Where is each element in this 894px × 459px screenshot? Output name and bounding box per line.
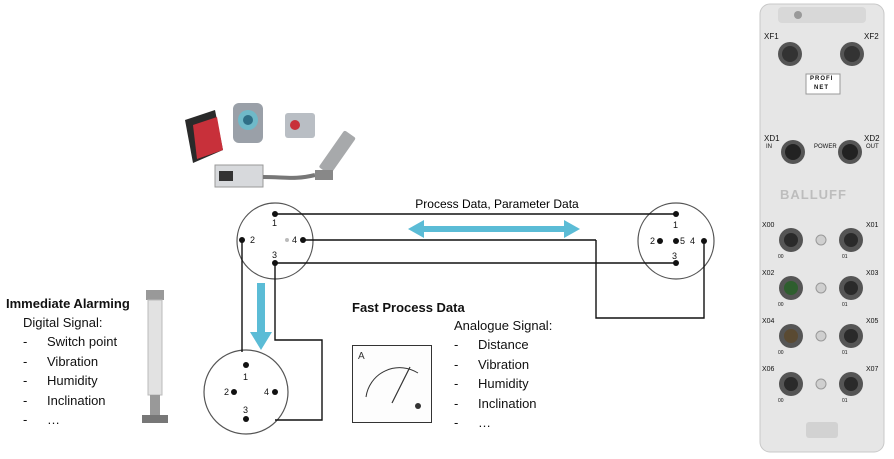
port-label-xd2: XD2 — [864, 134, 880, 143]
io-ports — [779, 228, 863, 396]
io-module-body — [759, 3, 885, 453]
port-label: X01 — [866, 222, 879, 229]
flat-sensor-icon — [214, 164, 333, 188]
pin-label: 3 — [243, 405, 248, 415]
brand-logo: BALLUFF — [780, 187, 847, 202]
io-module-device: XF1 XF2 PROFI NET XD1 IN POWER XD2 OUT B… — [758, 2, 886, 454]
pin-label: 00 — [778, 350, 784, 356]
port-label-xf2: XF2 — [864, 32, 879, 41]
meter-letter: A — [358, 351, 365, 362]
list-item: -Switch point — [23, 334, 118, 349]
port-label: X05 — [866, 318, 879, 325]
pin-label: 5 — [680, 236, 685, 246]
port-label: X04 — [762, 318, 775, 325]
small-sensor-icon — [285, 113, 315, 138]
pin-dots — [231, 211, 707, 422]
list-item: -Vibration — [454, 356, 530, 372]
port-label-xd1: XD1 — [764, 134, 780, 143]
red-sensor-icon — [185, 110, 223, 163]
pin-labels: 1 2 4 3 1 2 5 4 3 1 2 4 3 — [224, 218, 695, 415]
analog-meter-icon: A — [351, 344, 433, 424]
signal-tower — [138, 290, 172, 425]
pin-label: 2 — [650, 236, 655, 246]
pin-label: 3 — [672, 251, 677, 261]
connector-top-right — [637, 202, 715, 280]
pin-label: 00 — [778, 398, 784, 404]
port-label: X07 — [866, 366, 879, 373]
list-item: -Humidity — [23, 373, 98, 388]
alarm-subtitle: Digital Signal: — [23, 315, 103, 330]
profinet-top: PROFI — [810, 76, 834, 82]
pin-label: 00 — [778, 254, 784, 260]
list-item: -Vibration — [23, 353, 99, 369]
process-data-label: Process Data, Parameter Data — [415, 197, 579, 211]
pin-label: 01 — [842, 254, 848, 260]
pin-label: 01 — [842, 350, 848, 356]
port-label: X03 — [866, 270, 879, 277]
pin-label: 1 — [272, 218, 277, 228]
list-item: -Inclination — [23, 392, 106, 408]
pin-label: 2 — [250, 235, 255, 245]
pin-label: 3 — [272, 250, 277, 260]
port-label: X02 — [762, 270, 775, 277]
pin-label: 2 — [224, 387, 229, 397]
fast-process-title: Fast Process Data — [352, 300, 465, 315]
pin-label: 1 — [243, 372, 248, 382]
signal-tower-icon — [142, 290, 168, 423]
round-sensor-icon — [233, 103, 263, 143]
pin-label: 1 — [673, 220, 678, 230]
connector-bottom — [203, 349, 289, 435]
profinet-bottom: NET — [814, 85, 829, 91]
list-item: -Humidity — [454, 376, 529, 391]
pin-label: 4 — [690, 236, 695, 246]
pin-label: 00 — [778, 302, 784, 308]
analogue-signal-section: Analogue Signal: -Distance -Vibration -H… — [454, 318, 574, 435]
port-label: X06 — [762, 366, 775, 373]
list-item: -… — [23, 412, 60, 427]
pin-label: 01 — [842, 302, 848, 308]
power-label: POWER — [814, 144, 837, 150]
sensor-group — [175, 95, 375, 195]
list-item: -Inclination — [454, 395, 537, 411]
port-label-xf1: XF1 — [764, 32, 779, 41]
bidirectional-arrow-icon — [408, 220, 580, 238]
cylinder-sensor-icon — [319, 130, 356, 175]
down-arrow-icon — [250, 283, 272, 350]
sensors-illustration — [185, 103, 356, 188]
port-label: X00 — [762, 222, 775, 229]
wires — [241, 213, 705, 421]
alarm-title: Immediate Alarming — [6, 296, 130, 311]
pin-label: 4 — [292, 235, 297, 245]
list-item: -… — [454, 415, 491, 430]
pin-label: 4 — [264, 387, 269, 397]
port-label-xd2-sub: OUT — [866, 144, 879, 150]
list-item: -Distance — [454, 337, 529, 352]
pin-label: 01 — [842, 398, 848, 404]
port-label-xd1-sub: IN — [766, 144, 772, 150]
analog-meter: A — [351, 344, 433, 424]
analogue-subtitle: Analogue Signal: — [454, 318, 553, 333]
immediate-alarming-section: Immediate Alarming Digital Signal: -Swit… — [6, 296, 136, 432]
